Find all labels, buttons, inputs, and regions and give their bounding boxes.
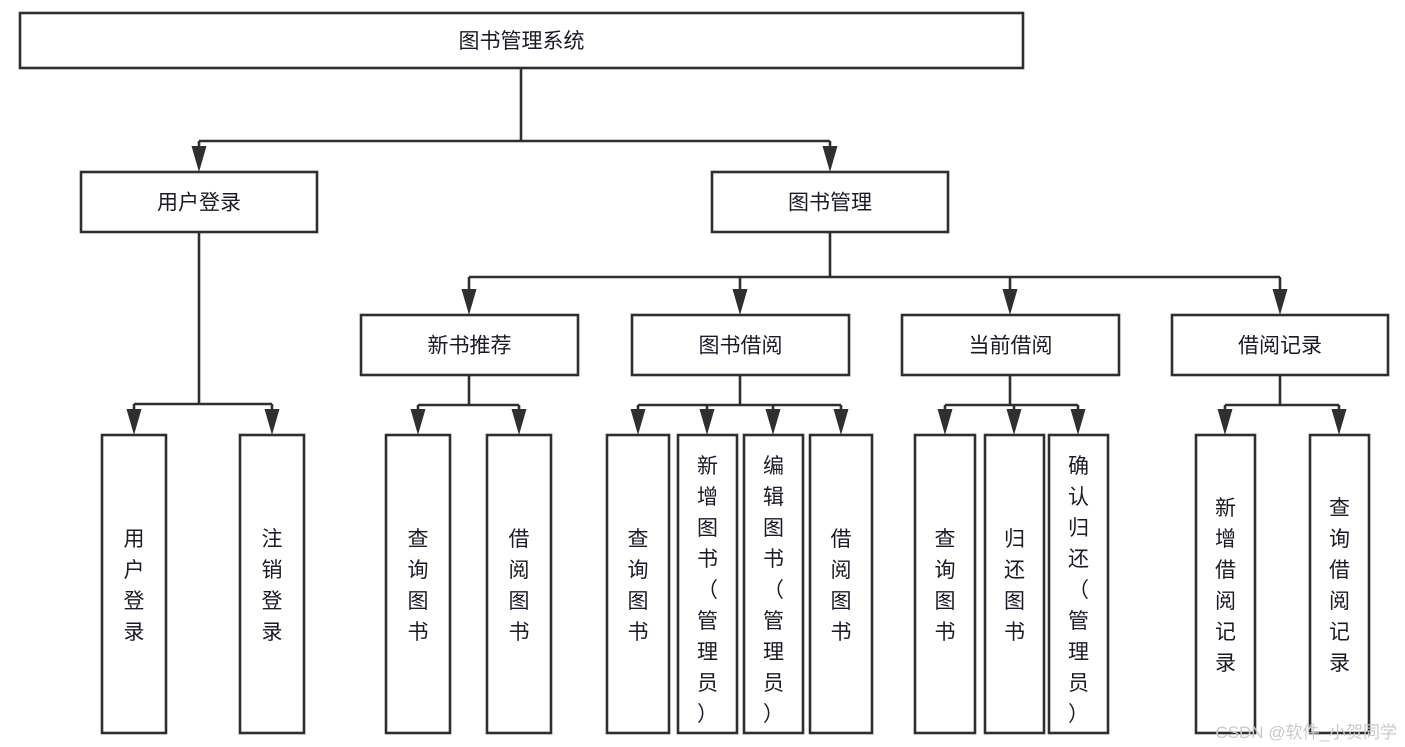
node-root[interactable]: 图书管理系统 (18, 11, 1025, 70)
node-box-new-book-recommend[interactable] (359, 313, 580, 377)
node-leaf-logout[interactable]: 注销登录 (238, 433, 306, 735)
node-new-book-recommend[interactable]: 新书推荐 (359, 313, 580, 377)
node-label-book-management: 图书管理 (788, 192, 872, 215)
node-label-current-borrow: 当前借阅 (969, 335, 1053, 358)
node-box-leaf-user-login[interactable] (100, 433, 168, 735)
node-label-leaf-edit-book-admin: 编辑图书（管理员） (763, 455, 784, 726)
connector-borrow-record-to-leaves (1217, 375, 1347, 435)
node-leaf-borrow-book-new[interactable]: 借阅图书 (485, 433, 553, 735)
node-box-book-borrow[interactable] (630, 313, 851, 377)
node-box-leaf-add-book-admin[interactable] (676, 433, 739, 735)
node-leaf-query-borrow-record[interactable]: 查询借阅记录 (1308, 433, 1371, 735)
node-box-leaf-return-book[interactable] (983, 433, 1046, 735)
node-label-book-borrow: 图书借阅 (699, 335, 783, 358)
node-current-borrow[interactable]: 当前借阅 (900, 313, 1121, 377)
csdn-watermark: CSDN @软件_小贺同学 (1215, 723, 1397, 742)
node-leaf-borrow-book[interactable]: 借阅图书 (808, 433, 874, 735)
connector-book-borrow-to-leaves (630, 375, 849, 435)
node-leaf-add-book-admin[interactable]: 新增图书（管理员） (676, 433, 739, 735)
node-box-book-management[interactable] (710, 170, 950, 234)
node-label-leaf-add-book-admin: 新增图书（管理员） (697, 455, 718, 726)
node-book-management[interactable]: 图书管理 (710, 170, 950, 234)
node-user-login[interactable]: 用户登录 (79, 170, 319, 234)
node-label-leaf-borrow-book: 借阅图书 (831, 528, 852, 644)
node-box-leaf-borrow-book[interactable] (808, 433, 874, 735)
node-leaf-user-login[interactable]: 用户登录 (100, 433, 168, 735)
connector-user-login-to-leaves (126, 232, 280, 435)
node-box-leaf-query-book-current[interactable] (913, 433, 977, 735)
node-layer: 图书管理系统用户登录图书管理新书推荐图书借阅当前借阅借阅记录用户登录注销登录查询… (18, 11, 1390, 735)
node-book-borrow[interactable]: 图书借阅 (630, 313, 851, 377)
node-leaf-query-book-borrow[interactable]: 查询图书 (605, 433, 671, 735)
node-borrow-record[interactable]: 借阅记录 (1170, 313, 1390, 377)
node-label-root: 图书管理系统 (459, 30, 585, 53)
node-box-root[interactable] (18, 11, 1025, 70)
connector-layer (126, 68, 1347, 435)
node-label-leaf-return-book: 归还图书 (1004, 528, 1025, 644)
node-label-leaf-query-book-current: 查询图书 (935, 528, 956, 644)
node-label-leaf-borrow-book-new: 借阅图书 (509, 528, 530, 644)
node-leaf-edit-book-admin[interactable]: 编辑图书（管理员） (742, 433, 805, 735)
node-box-leaf-borrow-book-new[interactable] (485, 433, 553, 735)
node-leaf-add-borrow-record[interactable]: 新增借阅记录 (1194, 433, 1257, 735)
node-box-leaf-query-book-new[interactable] (384, 433, 452, 735)
connector-new-book-to-leaves (410, 375, 527, 435)
node-label-new-book-recommend: 新书推荐 (428, 335, 512, 358)
node-leaf-confirm-return-admin[interactable]: 确认归还（管理员） (1047, 433, 1110, 735)
connector-current-borrow-to-leaves (937, 375, 1086, 435)
node-box-current-borrow[interactable] (900, 313, 1121, 377)
node-label-leaf-query-book-borrow: 查询图书 (628, 528, 649, 644)
node-label-borrow-record: 借阅记录 (1238, 335, 1322, 358)
node-label-user-login: 用户登录 (157, 192, 241, 215)
connector-book-management-to-level3 (461, 232, 1288, 315)
node-label-leaf-query-book-new: 查询图书 (408, 528, 429, 644)
node-box-leaf-logout[interactable] (238, 433, 306, 735)
node-box-leaf-confirm-return-admin[interactable] (1047, 433, 1110, 735)
node-label-leaf-user-login: 用户登录 (124, 528, 145, 644)
node-box-leaf-add-borrow-record[interactable] (1194, 433, 1257, 735)
node-label-leaf-confirm-return-admin: 确认归还（管理员） (1068, 455, 1089, 726)
node-label-leaf-add-borrow-record: 新增借阅记录 (1215, 497, 1236, 675)
node-label-leaf-logout: 注销登录 (262, 528, 283, 644)
node-box-leaf-query-book-borrow[interactable] (605, 433, 671, 735)
node-box-borrow-record[interactable] (1170, 313, 1390, 377)
connector-root-to-level2 (191, 68, 838, 172)
node-box-user-login[interactable] (79, 170, 319, 234)
node-leaf-query-book-current[interactable]: 查询图书 (913, 433, 977, 735)
node-leaf-return-book[interactable]: 归还图书 (983, 433, 1046, 735)
node-box-leaf-query-borrow-record[interactable] (1308, 433, 1371, 735)
node-box-leaf-edit-book-admin[interactable] (742, 433, 805, 735)
node-leaf-query-book-new[interactable]: 查询图书 (384, 433, 452, 735)
node-label-leaf-query-borrow-record: 查询借阅记录 (1329, 497, 1350, 675)
